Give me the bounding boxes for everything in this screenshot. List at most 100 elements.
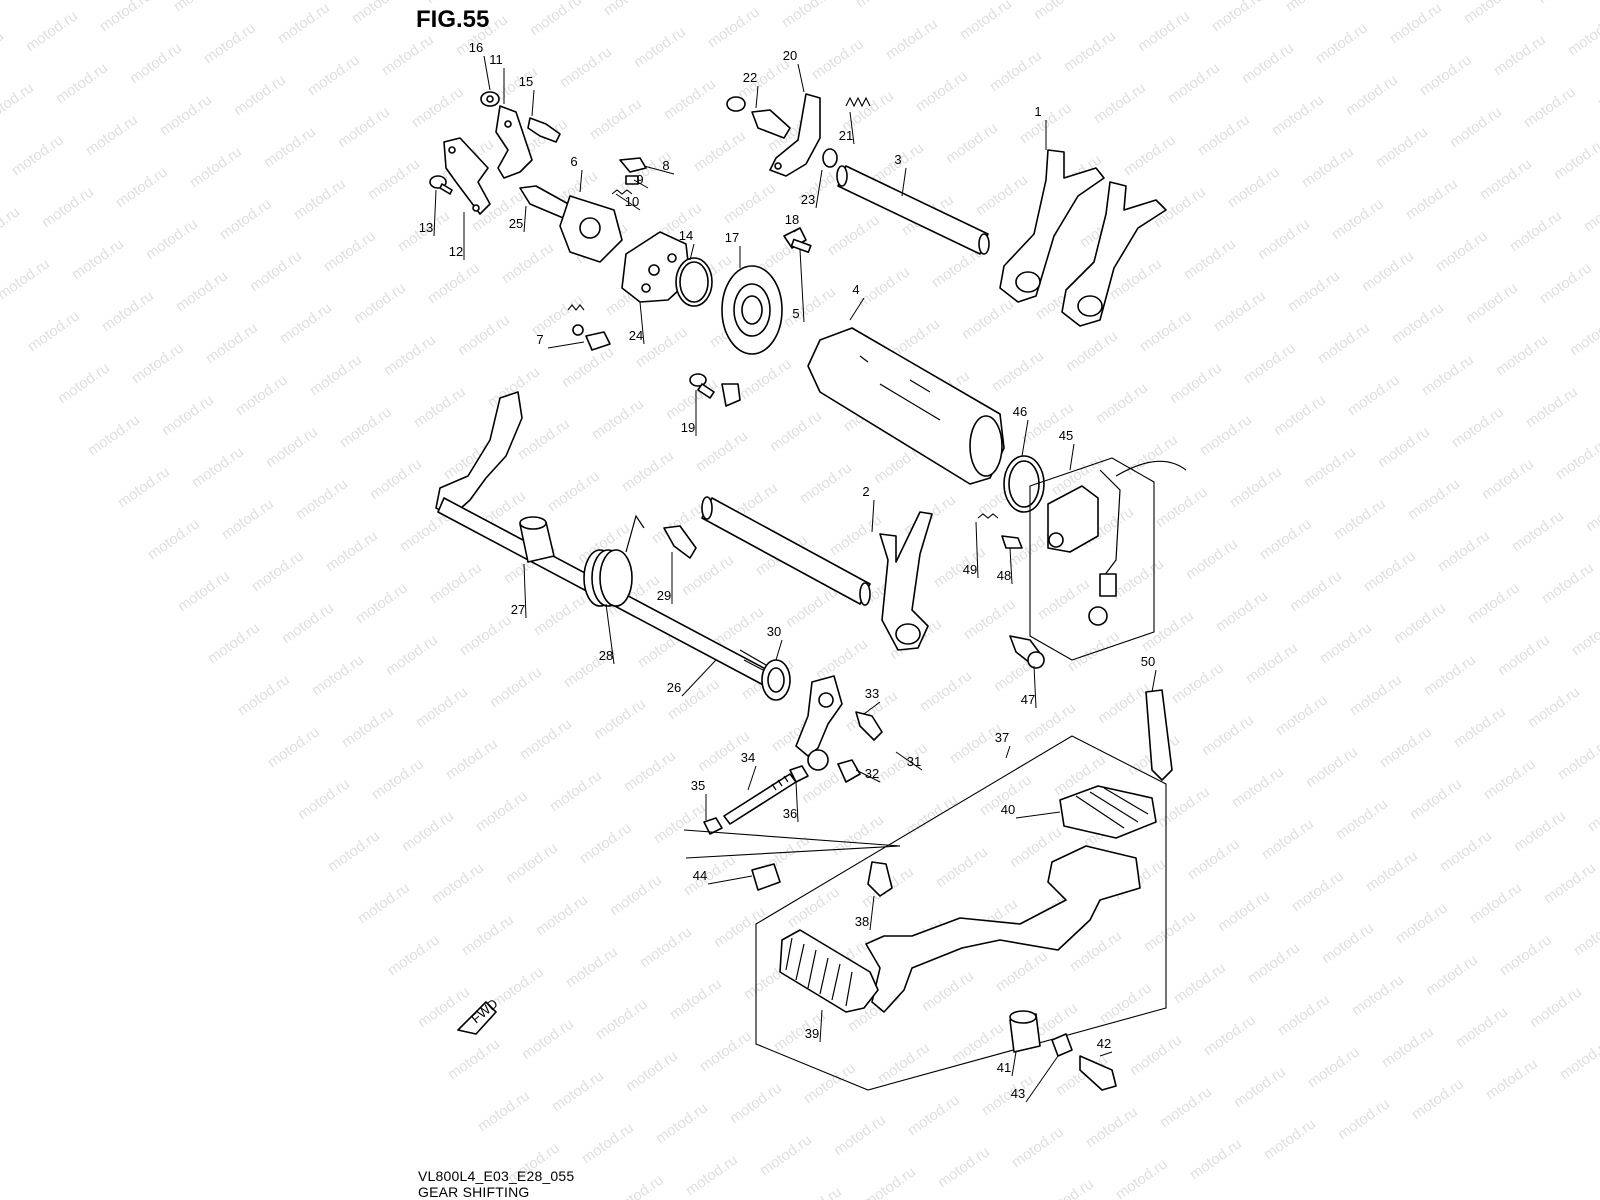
watermark-text: motod.ru	[1195, 111, 1253, 159]
leader-line-15	[531, 89, 535, 117]
part-44-nut	[751, 863, 781, 891]
watermark-text: motod.ru	[1225, 163, 1283, 211]
callout-11: 11	[489, 52, 503, 67]
watermark-text: motod.ru	[1581, 187, 1600, 235]
watermark-text: motod.ru	[1527, 983, 1585, 1031]
leader-line-25	[523, 205, 527, 233]
watermark-text: motod.ru	[1493, 331, 1551, 379]
watermark-text: motod.ru	[1447, 103, 1505, 151]
leader-line-40	[1015, 811, 1061, 819]
watermark-text: motod.ru	[771, 1007, 829, 1055]
callout-38: 38	[855, 914, 869, 929]
watermark-text: motod.ru	[959, 295, 1017, 343]
part-47-screw	[1009, 635, 1045, 669]
watermark-text: motod.ru	[917, 667, 975, 715]
callout-46: 46	[1013, 404, 1027, 419]
watermark-text: motod.ru	[825, 211, 883, 259]
leader-line-46	[1021, 419, 1029, 457]
leader-line-38	[869, 895, 875, 931]
watermark-text: motod.ru	[1437, 827, 1495, 875]
watermark-text: motod.ru	[1063, 327, 1121, 375]
callout-4: 4	[852, 282, 859, 297]
watermark-text: motod.ru	[1491, 31, 1549, 79]
part-39-rubber	[779, 929, 879, 1013]
watermark-text: motod.ru	[623, 1047, 681, 1095]
watermark-text: motod.ru	[681, 851, 739, 899]
watermark-text: motod.ru	[99, 287, 157, 335]
part-9-pin-b	[572, 324, 584, 336]
watermark-text: motod.ru	[1403, 175, 1461, 223]
watermark-text: motod.ru	[1093, 379, 1151, 427]
watermark-text: motod.ru	[1377, 723, 1435, 771]
watermark-text: motod.ru	[143, 215, 201, 263]
watermark-text: motod.ru	[339, 703, 397, 751]
watermark-text: motod.ru	[1329, 195, 1387, 243]
watermark-text: motod.ru	[1065, 627, 1123, 675]
watermark-text: motod.ru	[487, 663, 545, 711]
leader-line-26	[681, 659, 717, 697]
watermark-text: motod.ru	[1139, 607, 1197, 655]
part-20-stopper	[769, 93, 821, 177]
watermark-text: motod.ru	[279, 599, 337, 647]
watermark-text: motod.ru	[367, 455, 425, 503]
leader-line-23	[815, 169, 823, 209]
leader-line-48	[1009, 547, 1013, 585]
callout-14: 14	[679, 228, 693, 243]
leader-line-49	[975, 521, 979, 579]
watermark-text: motod.ru	[1141, 907, 1199, 955]
watermark-text: motod.ru	[1521, 83, 1579, 131]
watermark-text: motod.ru	[1289, 867, 1347, 915]
part-42-bolt	[1079, 1055, 1117, 1091]
watermark-text: motod.ru	[873, 739, 931, 787]
part-10-spring-b	[567, 304, 585, 311]
watermark-text: motod.ru	[1433, 227, 1491, 275]
watermark-text: motod.ru	[1255, 215, 1313, 263]
callout-34: 34	[741, 750, 755, 765]
watermark-text: motod.ru	[1567, 311, 1600, 359]
watermark-text: motod.ru	[609, 1171, 667, 1200]
watermark-text: motod.ru	[1201, 1011, 1259, 1059]
callout-13: 13	[419, 220, 433, 235]
watermark-text: motod.ru	[651, 799, 709, 847]
part-50-clamp	[1145, 689, 1173, 781]
leader-line-8	[643, 165, 675, 175]
watermark-text: motod.ru	[557, 43, 615, 91]
watermark-text: motod.ru	[661, 75, 719, 123]
watermark-text: motod.ru	[653, 1099, 711, 1147]
watermark-text: motod.ru	[261, 123, 319, 171]
watermark-text: motod.ru	[637, 923, 695, 971]
watermark-text: motod.ru	[1231, 1063, 1289, 1111]
callout-23: 23	[801, 192, 815, 207]
watermark-text: motod.ru	[1405, 475, 1463, 523]
watermark-text: motod.ru	[1461, 0, 1519, 27]
leader-line-45	[1069, 443, 1075, 471]
assembly-leader-rod	[683, 829, 901, 859]
callout-19: 19	[681, 420, 695, 435]
callout-47: 47	[1021, 692, 1035, 707]
part-40-rubber	[1059, 785, 1157, 839]
watermark-text: motod.ru	[1199, 711, 1257, 759]
watermark-text: motod.ru	[53, 59, 111, 107]
watermark-text: motod.ru	[1135, 7, 1193, 55]
watermark-text: motod.ru	[1509, 507, 1567, 555]
watermark-text: motod.ru	[295, 775, 353, 823]
watermark-text: motod.ru	[335, 103, 393, 151]
watermark-text: motod.ru	[853, 0, 911, 11]
leader-line-7	[547, 341, 585, 349]
watermark-text: motod.ru	[711, 903, 769, 951]
watermark-text: motod.ru	[1387, 0, 1445, 47]
part-1-fork-a	[999, 149, 1105, 303]
leader-line-33	[863, 701, 881, 715]
watermark-text: motod.ru	[1185, 835, 1243, 883]
part-43-washer	[1051, 1033, 1073, 1057]
watermark-text: motod.ru	[85, 411, 143, 459]
watermark-text: motod.ru	[353, 579, 411, 627]
part-36-nut	[789, 765, 809, 783]
watermark-text: motod.ru	[519, 1015, 577, 1063]
watermark-text: motod.ru	[607, 871, 665, 919]
watermark-text: motod.ru	[1313, 19, 1371, 67]
watermark-text: motod.ru	[159, 391, 217, 439]
leader-line-22	[755, 85, 759, 109]
watermark-text: motod.ru	[1215, 887, 1273, 935]
watermark-text: motod.ru	[1481, 755, 1539, 803]
